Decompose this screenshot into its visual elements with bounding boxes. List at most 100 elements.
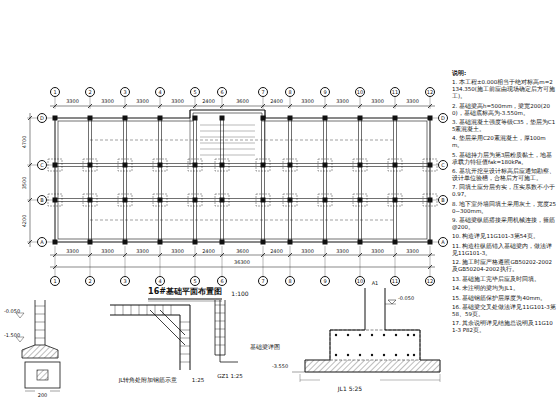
axis-label: 3 (123, 90, 126, 95)
drawing-line (90, 140, 395, 141)
column (393, 116, 398, 121)
column (53, 198, 58, 203)
column (358, 198, 363, 203)
footing-pad (118, 159, 132, 171)
note-text: 1. 本工程±0.000相当于绝对标高m=2134.350(施工前应由现场确定后… (452, 79, 556, 100)
grid-bubble: 12 (425, 276, 435, 286)
grid-bubble: 1 (50, 87, 60, 97)
column (323, 163, 328, 168)
footing-pad (256, 159, 270, 171)
drawing-line (360, 97, 361, 109)
column (193, 163, 198, 168)
rebar-dot (371, 334, 373, 336)
column (288, 116, 293, 121)
bedding-layer (305, 360, 440, 372)
rebar-dot (383, 354, 385, 356)
drawing-line (385, 304, 396, 305)
footing-pad (388, 194, 402, 206)
axis-label: 2 (88, 90, 91, 95)
footing-pad (215, 194, 229, 206)
detail-title: 基础梁详图 (250, 345, 280, 351)
drawing-line (325, 97, 326, 109)
drawing-line (288, 118, 289, 242)
drawing-line (292, 372, 305, 373)
drawing-line (55, 163, 430, 164)
dimension-text: 2400 (270, 248, 283, 253)
axis-label: 11 (392, 90, 398, 95)
grid-bubble: 3 (120, 276, 130, 286)
drawing-line (115, 305, 116, 315)
column (288, 198, 293, 203)
level-text: -1.500 (4, 333, 20, 338)
axis-label: 6 (220, 90, 223, 95)
drawing-line (196, 118, 197, 242)
column (428, 198, 433, 203)
drawing-line (291, 118, 292, 242)
rebar-dot (413, 334, 415, 336)
note-text: 8. 地下室外墙回填土采用灰土，宽度250~300mm。 (452, 201, 556, 215)
drawing-line (195, 97, 196, 109)
grid-bubble: B (37, 195, 47, 205)
dimension-text: 3300 (101, 248, 114, 253)
drawing-line (200, 149, 255, 150)
drawing-line (90, 246, 91, 276)
note-text: 3. 基础混凝土强度等级C35，垫层为C15素混凝土。 (452, 119, 556, 133)
grid-bubble: 5 (190, 276, 200, 286)
column (358, 116, 363, 121)
grid-bubble: 11 (390, 276, 400, 286)
grid-bubble: 10 (355, 276, 365, 286)
axis-label: 8 (288, 279, 291, 284)
drawing-line (47, 242, 53, 243)
drawing-outline (110, 315, 180, 370)
drawing-line (180, 354, 190, 355)
column (358, 240, 363, 245)
grid-bubble: B (438, 195, 448, 205)
drawing-line (222, 246, 223, 276)
drawing-line (360, 246, 361, 276)
rebar-dot (395, 354, 397, 356)
note-text: 16. 基础梁交叉处做法详见11G101-3第58、59页。 (452, 304, 556, 318)
drawing-outline (305, 288, 440, 372)
axis-label: 1 (53, 279, 56, 284)
column (428, 163, 433, 168)
drawing-line (180, 338, 190, 339)
drawing-line (25, 391, 35, 392)
grid-bubble: 8 (285, 276, 295, 286)
axis-label: 2 (88, 279, 91, 284)
note-text: 2. 基础梁高h=500mm，梁宽200(200)，基础底标高为-3.550m。 (452, 103, 556, 117)
note-text: 13. 基础施工完毕后应及时回填。 (452, 276, 556, 283)
drawing-outline (35, 300, 45, 345)
drawing-line (200, 155, 255, 156)
drawing-line (195, 246, 196, 276)
drawing-outline (58, 113, 427, 239)
drawing-outline (160, 310, 185, 335)
grid-bubble: 12 (425, 87, 435, 97)
footing-pad (153, 194, 167, 206)
footing-pad (215, 159, 229, 171)
column (358, 163, 363, 168)
rebar-dot (335, 334, 337, 336)
axis-label: 1 (53, 90, 56, 95)
footing-pad (388, 159, 402, 171)
drawing-line (393, 118, 394, 242)
axis-label: 4 (158, 90, 161, 95)
column (220, 116, 225, 121)
dimension-text: 3300 (136, 99, 149, 104)
footing-plan (25, 362, 60, 388)
grid-bubble: 7 (258, 276, 268, 286)
drawing-line (263, 97, 264, 109)
column (53, 116, 58, 121)
axis-label: D (441, 116, 445, 121)
drawing-line (325, 246, 326, 276)
grid-bubble: 9 (320, 87, 330, 97)
drawing-line (290, 97, 291, 109)
column (123, 116, 128, 121)
drawing-line (139, 305, 140, 315)
detail-title: JL1 5:25 (338, 386, 362, 392)
note-text: 17. 其余说明详见结施总说明及11G101-3 P82页。 (452, 320, 556, 334)
drawing-line (55, 246, 56, 276)
drawing-line (27, 200, 37, 201)
dimension-text: 3300 (101, 99, 114, 104)
rebar-dot (407, 354, 409, 356)
grid-bubble: 6 (217, 276, 227, 286)
